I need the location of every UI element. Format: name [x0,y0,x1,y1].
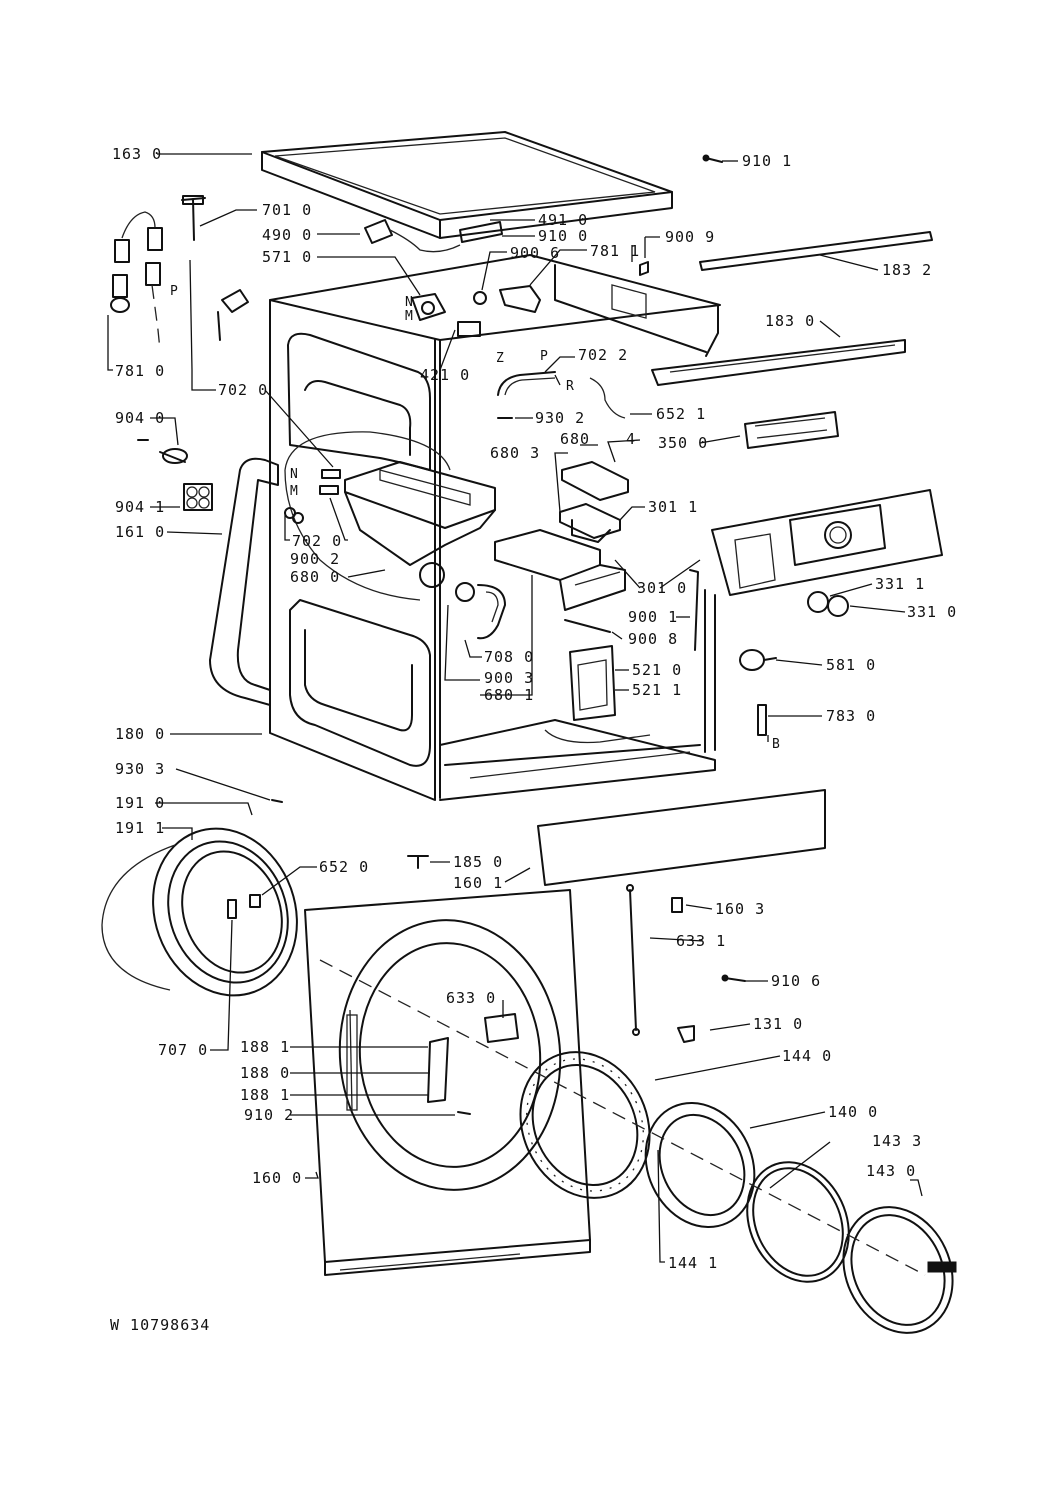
callout-680-1: 680 1 [484,686,534,704]
callout-331-1: 331 1 [875,575,925,593]
callout-930-3: 930 3 [115,760,165,778]
callout-160-3: 160 3 [715,900,765,918]
outer-tub-ghost [284,431,451,601]
callout-301-1: 301 1 [648,498,698,516]
callout-781-1: 781 1 [590,242,640,260]
letter-n-1: N [405,295,413,310]
callout-581-0: 581 0 [826,656,876,674]
callout-910-1: 910 1 [742,152,792,170]
callout-781-0: 781 0 [115,362,165,380]
door-ring-143-3-part [746,1161,850,1283]
connector-letters: P N M Z P R N M B [170,284,780,752]
callout-571-0: 571 0 [262,248,312,266]
callout-680: 680 [560,430,590,448]
callout-143-0: 143 0 [866,1162,916,1180]
callout-702-2: 702 2 [578,346,628,364]
callout-185-0: 185 0 [453,853,503,871]
callout-183-0: 183 0 [765,312,815,330]
callout-160-1: 160 1 [453,874,503,892]
letter-m-1: M [405,309,413,324]
callout-633-0: 633 0 [446,989,496,1007]
callout-900-9: 900 9 [665,228,715,246]
callout-188-0: 188 0 [240,1064,290,1082]
dispenser-cups-part [559,461,629,543]
callout-143-3: 143 3 [872,1132,922,1150]
callout-900-8: 900 8 [628,630,678,648]
letter-p-1: P [170,284,178,299]
callout-140-0: 140 0 [828,1103,878,1121]
control-panel-part [711,489,943,596]
callout-163-0: 163 0 [112,145,162,163]
callout-900-6: 900 6 [510,244,560,262]
callout-301-0: 301 0 [637,579,687,597]
callout-707-0: 707 0 [158,1041,208,1059]
callout-910-6: 910 6 [771,972,821,990]
letter-b: B [772,737,780,752]
callout-4: 4 [626,430,636,448]
front-top-strip-part [537,789,826,886]
detergent-basin-part [344,461,496,588]
callout-521-0: 521 0 [632,661,682,679]
front-panel-part [304,889,591,1276]
letter-m-2: M [290,484,298,499]
rail-parts [651,231,933,386]
letter-z: Z [496,351,504,366]
display-board-part [744,411,839,449]
callout-191-1: 191 1 [115,819,165,837]
callout-131-0: 131 0 [753,1015,803,1033]
letter-n-2: N [290,467,298,482]
callout-783-0: 783 0 [826,707,876,725]
letter-p-2: P [540,349,548,364]
cabinet-part [269,254,721,801]
small-parts [110,154,849,1115]
callout-708-0: 708 0 [484,648,534,666]
callout-421-0: 421 0 [420,366,470,384]
callout-490-0: 490 0 [262,226,312,244]
callout-900-3: 900 3 [484,669,534,687]
letter-r: R [566,379,574,394]
callout-702-0-a: 702 0 [218,381,268,399]
callout-labels: 163 0 910 1 701 0 491 0 490 0 910 0 900 … [112,145,957,1272]
callout-180-0: 180 0 [115,725,165,743]
callout-188-1-a: 188 1 [240,1038,290,1056]
callout-188-1-b: 188 1 [240,1086,290,1104]
callout-652-0: 652 0 [319,858,369,876]
callout-702-0-b: 702 0 [292,532,342,550]
callout-900-2: 900 2 [290,550,340,568]
callout-910-0: 910 0 [538,227,588,245]
callout-930-2: 930 2 [535,409,585,427]
callout-904-0: 904 0 [115,409,165,427]
callout-701-0: 701 0 [262,201,312,219]
leader-lines [107,153,923,1263]
callout-910-2: 910 2 [244,1106,294,1124]
door-frame-140-part [644,1101,756,1229]
side-hose-part [209,457,279,706]
door-ring-144-part [519,1051,651,1199]
callout-161-0: 161 0 [115,523,165,541]
callout-633-1: 633 1 [676,932,726,950]
callout-521-1: 521 1 [632,681,682,699]
door-glass-143-0-part [842,1206,957,1334]
callout-144-1: 144 1 [668,1254,718,1272]
door-gasket-part [101,827,298,997]
callout-183-2: 183 2 [882,261,932,279]
callout-900-1: 900 1 [628,608,678,626]
callout-652-1: 652 1 [656,405,706,423]
callout-680-3: 680 3 [490,444,540,462]
callout-904-1: 904 1 [115,498,165,516]
document-id: W 10798634 [110,1316,211,1334]
callout-680-0: 680 0 [290,568,340,586]
top-cover-part [261,131,673,239]
callout-491-0: 491 0 [538,211,588,229]
detergent-drawer-part [494,529,626,611]
assembly-axis-line [319,959,926,1276]
callout-191-0: 191 0 [115,794,165,812]
callout-160-0: 160 0 [252,1169,302,1187]
callout-144-0: 144 0 [782,1047,832,1065]
callout-350-0: 350 0 [658,434,708,452]
callout-331-0: 331 0 [907,603,957,621]
